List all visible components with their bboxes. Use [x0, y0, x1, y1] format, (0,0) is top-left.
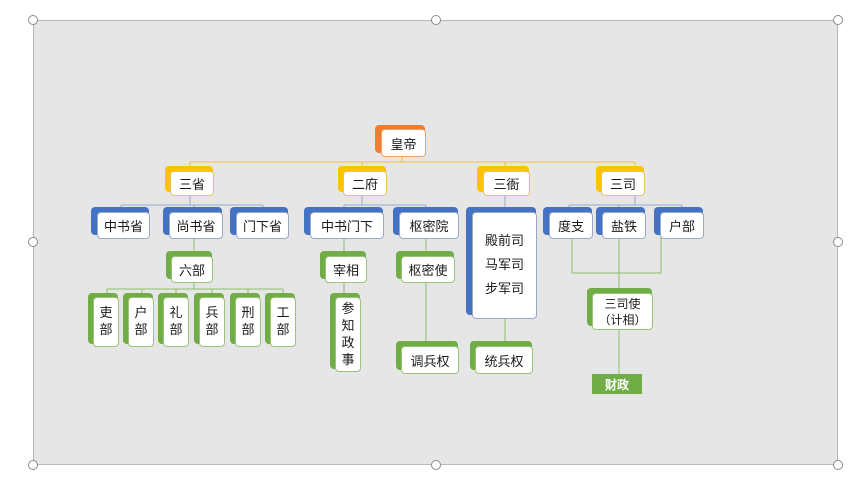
char: 刑: [241, 306, 255, 321]
node-shumishi[interactable]: 枢密使: [401, 256, 455, 283]
unit-dianqiansi: 殿前司: [484, 233, 524, 249]
char: 部: [241, 323, 255, 338]
node-liubu[interactable]: 六部: [171, 256, 213, 283]
char: 礼: [169, 306, 183, 321]
char: 部: [276, 323, 290, 338]
unit-bujunsi: 步军司: [484, 281, 524, 297]
char: 部: [134, 323, 148, 338]
node-hubu-sansi[interactable]: 户部: [660, 212, 704, 239]
node-caizheng[interactable]: 财政: [592, 374, 642, 394]
node-erfu[interactable]: 二府: [343, 171, 387, 196]
resize-handle-top-center[interactable]: [431, 15, 441, 25]
node-duzhi[interactable]: 度支: [549, 212, 593, 239]
char: 参: [341, 301, 355, 317]
node-bingbu[interactable]: 兵部: [199, 297, 225, 347]
resize-handle-bottom-center[interactable]: [431, 460, 441, 470]
node-shangshusheng[interactable]: 尚书省: [169, 212, 223, 239]
unit-majunsi: 马军司: [484, 257, 524, 273]
char: 兵: [205, 306, 219, 321]
node-libu-personnel[interactable]: 吏部: [93, 297, 119, 347]
node-sansheng[interactable]: 三省: [170, 171, 214, 196]
resize-handle-bottom-right[interactable]: [833, 460, 843, 470]
node-menxiasheng[interactable]: 门下省: [236, 212, 289, 239]
node-zaixiang[interactable]: 宰相: [325, 256, 367, 283]
diagram-canvas[interactable]: [33, 20, 838, 465]
char: 户: [134, 306, 148, 321]
char: 部: [205, 323, 219, 338]
root-node-emperor[interactable]: 皇帝: [381, 129, 426, 157]
node-hubu-revenue[interactable]: 户部: [128, 297, 154, 347]
sansishi-subtitle: （计相）: [598, 312, 647, 327]
node-xingbu[interactable]: 刑部: [235, 297, 261, 347]
node-yantie[interactable]: 盐铁: [602, 212, 646, 239]
char: 知: [341, 318, 355, 334]
node-zhongshumenxia[interactable]: 中书门下: [310, 212, 384, 239]
node-sanya[interactable]: 三衙: [483, 171, 530, 196]
char: 事: [341, 352, 355, 368]
node-sanya-units[interactable]: 殿前司 马军司 步军司: [472, 212, 537, 319]
char: 工: [276, 306, 290, 321]
char: 政: [341, 335, 355, 351]
char: 部: [169, 323, 183, 338]
node-libu-rites[interactable]: 礼部: [163, 297, 189, 347]
node-gongbu[interactable]: 工部: [270, 297, 296, 347]
node-sansi[interactable]: 三司: [601, 171, 645, 196]
resize-handle-middle-right[interactable]: [833, 237, 843, 247]
resize-handle-bottom-left[interactable]: [28, 460, 38, 470]
node-sansishi[interactable]: 三司使 （计相）: [592, 293, 653, 330]
resize-handle-top-right[interactable]: [833, 15, 843, 25]
char: 吏: [99, 306, 113, 321]
node-shumiyuan[interactable]: 枢密院: [399, 212, 459, 239]
resize-handle-top-left[interactable]: [28, 15, 38, 25]
node-canzhizhengshi[interactable]: 参知政事: [335, 297, 361, 372]
node-tongbingquan[interactable]: 统兵权: [475, 346, 533, 374]
resize-handle-middle-left[interactable]: [28, 237, 38, 247]
node-diaobingquan[interactable]: 调兵权: [401, 346, 459, 374]
sansishi-title: 三司使: [604, 296, 641, 311]
node-zhongshusheng[interactable]: 中书省: [97, 212, 150, 239]
char: 部: [99, 323, 113, 338]
